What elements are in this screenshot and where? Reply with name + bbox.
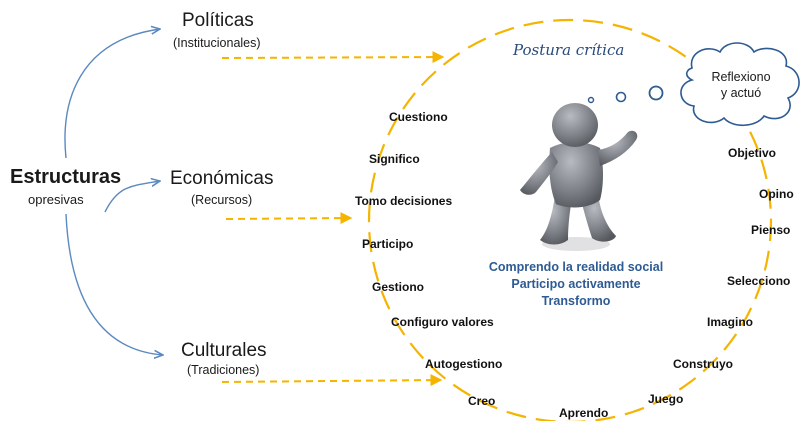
center-line-2: Participo activamente <box>511 277 641 291</box>
center-line-3: Transformo <box>541 294 611 308</box>
branch-politicas-title: Políticas <box>182 10 254 31</box>
thought-line-2: y actuó <box>720 86 762 100</box>
word-tomo-decisiones: Tomo decisiones <box>355 194 453 208</box>
branch-culturales-title: Culturales <box>181 340 267 361</box>
arrow-to-economicas <box>104 181 160 213</box>
word-autogestiono: Autogestiono <box>425 357 503 371</box>
word-significo: Significo <box>369 152 420 166</box>
arrow-to-politicas <box>64 29 160 159</box>
word-imagino: Imagino <box>707 315 754 329</box>
root-subtitle: opresivas <box>28 192 84 207</box>
thought-bubble-small <box>587 96 595 104</box>
root-title: Estructuras <box>10 166 122 188</box>
thought-cloud-text: Reflexiono y actuó <box>700 69 782 101</box>
circle-title: Postura crítica <box>513 41 625 59</box>
arrow-to-culturales <box>65 213 163 355</box>
word-cuestiono: Cuestiono <box>389 110 448 124</box>
word-configuro-valores: Configuro valores <box>391 315 494 329</box>
word-selecciono: Selecciono <box>727 274 791 288</box>
branch-politicas-subtitle: (Institucionales) <box>173 36 261 50</box>
word-objetivo: Objetivo <box>728 146 777 160</box>
center-line-1: Comprendo la realidad social <box>488 260 664 274</box>
word-creo: Creo <box>468 394 496 408</box>
thought-bubble-medium <box>615 91 627 103</box>
thought-cloud <box>680 42 800 127</box>
word-construyo: Construyo <box>673 357 733 371</box>
word-pienso: Pienso <box>751 223 791 237</box>
thought-line-1: Reflexiono <box>711 70 771 84</box>
word-juego: Juego <box>648 392 684 406</box>
dashed-arrow-politicas <box>221 51 445 64</box>
dashed-arrow-culturales <box>221 374 443 387</box>
postura-critica-circle <box>367 18 773 421</box>
word-participo: Participo <box>362 237 414 251</box>
figure-icon <box>520 103 638 251</box>
word-gestiono: Gestiono <box>372 280 425 294</box>
branch-economicas-subtitle: (Recursos) <box>191 193 253 207</box>
branch-culturales-subtitle: (Tradiciones) <box>187 363 260 377</box>
branch-economicas-title: Económicas <box>170 168 274 189</box>
thought-bubble-large <box>648 85 664 101</box>
word-aprendo: Aprendo <box>559 406 609 420</box>
center-statements: Comprendo la realidad social Participo a… <box>484 259 668 310</box>
dashed-arrow-economicas <box>225 212 353 225</box>
word-opino: Opino <box>759 187 794 201</box>
